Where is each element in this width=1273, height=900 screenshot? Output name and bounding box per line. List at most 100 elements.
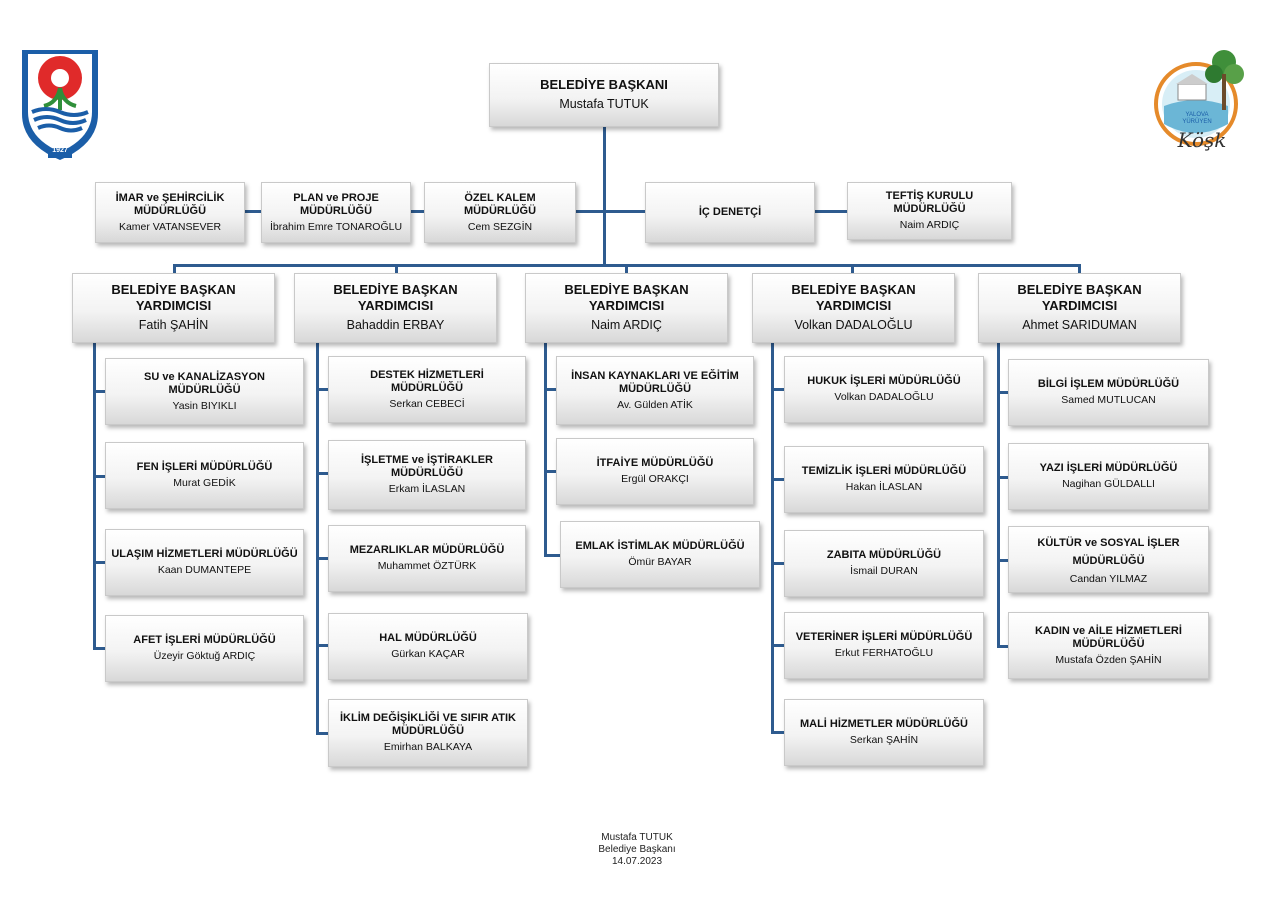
connector — [316, 644, 329, 647]
logo-year: 1927 — [52, 147, 68, 154]
unit-title: İTFAİYE MÜDÜRLÜĞÜ — [596, 457, 714, 469]
unit-name: Muhammet ÖZTÜRK — [377, 560, 477, 572]
unit-name: Mustafa Özden ŞAHİN — [1055, 653, 1162, 666]
unit-box: BİLGİ İŞLEM MÜDÜRLÜĞÜ Samed MUTLUCAN — [1008, 359, 1209, 426]
connector — [771, 731, 785, 734]
deputy-title: BELEDİYE BAŞKAN YARDIMCISI — [111, 282, 236, 313]
connector — [997, 476, 1009, 479]
unit-name: Emirhan BALKAYA — [383, 741, 473, 753]
unit-box: DESTEK HİZMETLERİ MÜDÜRLÜĞÜ Serkan CEBEC… — [328, 356, 526, 423]
footer-signature: Mustafa TUTUK Belediye Başkanı 14.07.202… — [537, 832, 737, 868]
unit-name: Murat GEDİK — [173, 477, 236, 489]
unit-box: KÜLTÜR ve SOSYAL İŞLER MÜDÜRLÜĞÜ Candan … — [1008, 526, 1209, 593]
unit-name: Nagihan GÜLDALLI — [1062, 478, 1155, 490]
connector — [815, 210, 847, 213]
unit-box: YAZI İŞLERİ MÜDÜRLÜĞÜ Nagihan GÜLDALLI — [1008, 443, 1209, 510]
unit-title: FEN İŞLERİ MÜDÜRLÜĞÜ — [136, 461, 273, 473]
unit-box: ZABITA MÜDÜRLÜĞÜ İsmail DURAN — [784, 530, 984, 597]
connector — [316, 388, 329, 391]
staff-name: Naim ARDIÇ — [899, 219, 960, 231]
unit-title: MEZARLIKLAR MÜDÜRLÜĞÜ — [349, 544, 505, 556]
yalova-belediyesi-logo: 1927 — [14, 44, 106, 162]
unit-box: HAL MÜDÜRLÜĞÜ Gürkan KAÇAR — [328, 613, 528, 680]
unit-box: SU ve KANALİZASYON MÜDÜRLÜĞÜ Yasin BIYIK… — [105, 358, 304, 425]
deputy-box: BELEDİYE BAŞKAN YARDIMCISI Bahaddin ERBA… — [294, 273, 497, 343]
footer-role: Belediye Başkanı — [598, 844, 676, 855]
connector — [316, 732, 329, 735]
staff-box-ozel-kalem: ÖZEL KALEM MÜDÜRLÜĞÜ Cem SEZGİN — [424, 182, 576, 243]
connector — [997, 343, 1000, 648]
unit-title: EMLAK İSTİMLAK MÜDÜRLÜĞÜ — [575, 540, 745, 552]
deputy-name: Volkan DADALOĞLU — [794, 318, 913, 332]
logo-kosk-top: YALOVA — [1185, 112, 1209, 118]
logo-kosk-script: Köşk — [1177, 128, 1227, 152]
unit-name: Hakan İLASLAN — [845, 481, 923, 493]
unit-name: İsmail DURAN — [850, 565, 918, 577]
unit-box: FEN İŞLERİ MÜDÜRLÜĞÜ Murat GEDİK — [105, 442, 304, 509]
unit-title: AFET İŞLERİ MÜDÜRLÜĞÜ — [133, 634, 276, 646]
footer-name: Mustafa TUTUK — [601, 832, 673, 843]
staff-name: İbrahim Emre TONAROĞLU — [269, 220, 403, 233]
staff-title: İMAR ve ŞEHİRCİLİK MÜDÜRLÜĞÜ — [115, 191, 225, 217]
unit-name: Ergül ORAKÇI — [621, 473, 689, 485]
connector — [603, 127, 606, 266]
connector — [997, 645, 1009, 648]
unit-title: KADIN ve AİLE HİZMETLERİ MÜDÜRLÜĞÜ — [1035, 624, 1182, 650]
unit-title: ULAŞIM HİZMETLERİ MÜDÜRLÜĞÜ — [111, 548, 298, 560]
footer-date: 14.07.2023 — [611, 856, 663, 867]
unit-title: HAL MÜDÜRLÜĞÜ — [379, 632, 477, 644]
staff-box-plan: PLAN ve PROJE MÜDÜRLÜĞÜ İbrahim Emre TON… — [261, 182, 411, 243]
deputy-box: BELEDİYE BAŞKAN YARDIMCISI Ahmet SARIDUM… — [978, 273, 1181, 343]
unit-box: İTFAİYE MÜDÜRLÜĞÜ Ergül ORAKÇI — [556, 438, 754, 505]
unit-box: VETERİNER İŞLERİ MÜDÜRLÜĞÜ Erkut FERHATO… — [784, 612, 984, 679]
connector — [851, 264, 854, 273]
staff-name: Kamer VATANSEVER — [118, 220, 222, 233]
yuruyen-kosk-logo: YALOVA YÜRÜYEN Köşk — [1152, 44, 1252, 162]
unit-name: Erkam İLASLAN — [388, 483, 466, 495]
unit-title: VETERİNER İŞLERİ MÜDÜRLÜĞÜ — [795, 631, 973, 643]
unit-name: Volkan DADALOĞLU — [834, 391, 934, 403]
unit-box: İNSAN KAYNAKLARI VE EĞİTİM MÜDÜRLÜĞÜ Av.… — [556, 356, 754, 425]
connector — [771, 478, 785, 481]
staff-box-imar: İMAR ve ŞEHİRCİLİK MÜDÜRLÜĞÜ Kamer VATAN… — [95, 182, 245, 243]
connector — [771, 343, 774, 734]
logo-kosk-mid: YÜRÜYEN — [1182, 119, 1212, 125]
connector — [544, 470, 557, 473]
unit-box: TEMİZLİK İŞLERİ MÜDÜRLÜĞÜ Hakan İLASLAN — [784, 446, 984, 513]
unit-title: DESTEK HİZMETLERİ MÜDÜRLÜĞÜ — [370, 368, 484, 394]
unit-title: İŞLETME ve İŞTİRAKLER MÜDÜRLÜĞÜ — [360, 454, 494, 479]
unit-title: İKLİM DEĞİŞİKLİĞİ VE SIFIR ATIK MÜDÜRLÜĞ… — [339, 712, 516, 737]
unit-title: BİLGİ İŞLEM MÜDÜRLÜĞÜ — [1037, 378, 1180, 390]
unit-box: HUKUK İŞLERİ MÜDÜRLÜĞÜ Volkan DADALOĞLU — [784, 356, 984, 423]
unit-name: Kaan DUMANTEPE — [157, 564, 252, 576]
unit-name: Serkan ŞAHİN — [849, 734, 919, 746]
unit-name: Üzeyir Göktuğ ARDIÇ — [153, 650, 256, 662]
unit-title: TEMİZLİK İŞLERİ MÜDÜRLÜĞÜ — [801, 465, 967, 477]
connector — [316, 472, 329, 475]
unit-name: Gürkan KAÇAR — [391, 648, 465, 660]
unit-title: SU ve KANALİZASYON MÜDÜRLÜĞÜ — [143, 370, 266, 396]
staff-box-teftis: TEFTİŞ KURULU MÜDÜRLÜĞÜ Naim ARDIÇ — [847, 182, 1012, 240]
deputy-box: BELEDİYE BAŞKAN YARDIMCISI Fatih ŞAHİN — [72, 273, 275, 343]
staff-title: TEFTİŞ KURULU MÜDÜRLÜĞÜ — [885, 190, 974, 215]
deputy-box: BELEDİYE BAŞKAN YARDIMCISI Naim ARDIÇ — [525, 273, 728, 343]
connector — [395, 264, 398, 273]
unit-name: Samed MUTLUCAN — [1061, 394, 1156, 406]
connector — [771, 562, 785, 565]
unit-title: İNSAN KAYNAKLARI VE EĞİTİM MÜDÜRLÜĞÜ — [571, 369, 739, 395]
unit-box: ULAŞIM HİZMETLERİ MÜDÜRLÜĞÜ Kaan DUMANTE… — [105, 529, 304, 596]
connector — [93, 343, 96, 650]
unit-name: Serkan CEBECİ — [389, 397, 465, 410]
connector — [997, 391, 1009, 394]
connector — [173, 264, 176, 273]
unit-name: Yasin BIYIKLI — [172, 399, 237, 412]
connector — [93, 561, 106, 564]
staff-name: Cem SEZGİN — [467, 220, 533, 233]
unit-title: HUKUK İŞLERİ MÜDÜRLÜĞÜ — [807, 375, 961, 387]
unit-name: Ömür BAYAR — [628, 556, 692, 568]
connector — [316, 557, 329, 560]
staff-box-ic-denetci: İÇ DENETÇİ — [645, 182, 815, 243]
unit-title: MALİ HİZMETLER MÜDÜRLÜĞÜ — [799, 718, 969, 730]
unit-title: KÜLTÜR ve SOSYAL İŞLER MÜDÜRLÜĞÜ — [1037, 536, 1180, 567]
deputy-title: BELEDİYE BAŞKAN YARDIMCISI — [1017, 282, 1142, 313]
